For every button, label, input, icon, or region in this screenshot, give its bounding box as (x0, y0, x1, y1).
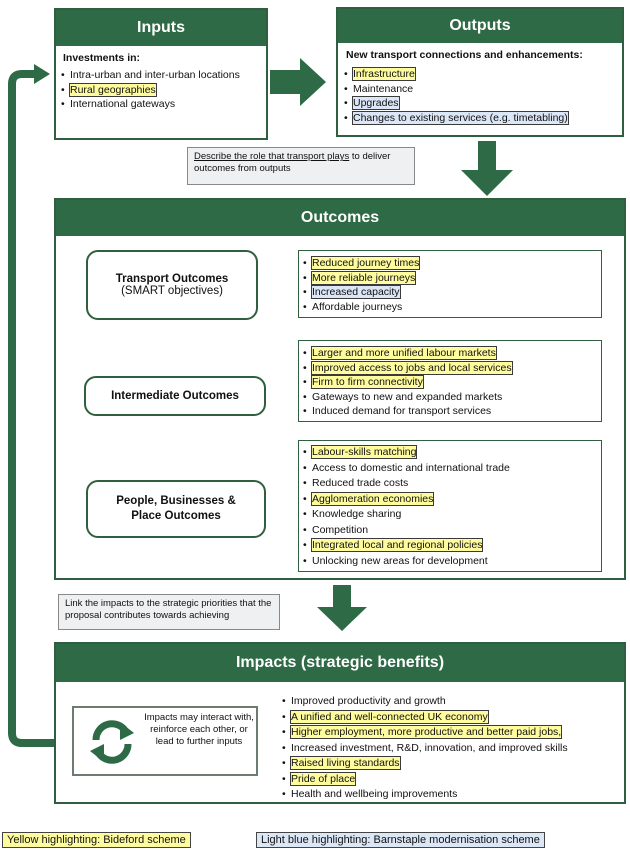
intermediate-outcomes-list: Larger and more unified labour markets I… (303, 346, 513, 419)
intermediate-outcomes-list-box: Larger and more unified labour markets I… (298, 340, 602, 422)
list-item: Health and wellbeing improvements (282, 787, 568, 803)
intermediate-outcomes-label: Intermediate Outcomes (111, 390, 239, 402)
list-item: International gateways (61, 97, 261, 112)
people-outcomes-label: People, Businesses & Place Outcomes (116, 495, 236, 522)
legend-yellow: Yellow highlighting: Bideford scheme (2, 832, 191, 848)
outcomes-title: Outcomes (56, 200, 624, 236)
list-item: Intra-urban and inter-urban locations (61, 68, 261, 83)
list-item: Higher employment, more productive and b… (282, 725, 568, 741)
transport-outcomes-label: Transport Outcomes (115, 273, 229, 285)
list-item: Raised living standards (282, 756, 568, 772)
outcomes-to-impacts-arrow (317, 585, 367, 631)
list-item: Improved productivity and growth (282, 694, 568, 710)
outputs-to-outcomes-arrow (461, 141, 513, 196)
list-item: Affordable journeys (303, 300, 419, 315)
list-item: Changes to existing services (e.g. timet… (344, 110, 569, 126)
transport-outcomes-box: Transport Outcomes (SMART objectives) (86, 250, 258, 320)
inputs-to-outputs-arrow (270, 58, 326, 106)
people-outcomes-list: Labour-skills matching Access to domesti… (303, 445, 510, 569)
inputs-panel: Inputs Investments in: Intra-urban and i… (54, 8, 268, 140)
feedback-loop-arrowhead (34, 64, 50, 84)
list-item: Rural geographies (61, 82, 261, 98)
intermediate-outcomes-box: Intermediate Outcomes (84, 376, 266, 416)
impacts-title: Impacts (strategic benefits) (56, 644, 624, 682)
inputs-heading: Investments in: (63, 52, 141, 64)
role-note-text: to deliver outcomes from outputs (194, 151, 391, 174)
list-item: Improved access to jobs and local servic… (303, 360, 513, 376)
list-item: Agglomeration economies (303, 491, 510, 508)
impacts-list: Improved productivity and growth A unifi… (282, 694, 568, 803)
list-item: Induced demand for transport services (303, 404, 512, 419)
list-item: Integrated local and regional policies (303, 538, 510, 554)
list-item: Labour-skills matching (303, 445, 510, 461)
cycle-text: Impacts may interact with, reinforce eac… (144, 712, 254, 747)
list-item: Increased investment, R&D, innovation, a… (282, 741, 568, 757)
outputs-title: Outputs (338, 9, 622, 43)
role-note: Describe the role that transport plays t… (187, 147, 415, 185)
list-item: Unlocking new areas for development (303, 554, 510, 570)
list-item: Firm to firm connectivity (303, 375, 512, 390)
list-item: Increased capacity (303, 285, 419, 300)
list-item: Access to domestic and international tra… (303, 461, 510, 477)
list-item: Reduced trade costs (303, 476, 510, 492)
people-outcomes-list-box: Labour-skills matching Access to domesti… (298, 440, 602, 572)
outputs-heading: New transport connections and enhancemen… (346, 49, 583, 61)
role-note-link[interactable]: Describe the role that transport plays (194, 151, 350, 162)
outputs-panel: Outputs New transport connections and en… (336, 7, 624, 137)
outcomes-panel: Outcomes Transport Outcomes (SMART objec… (54, 198, 626, 580)
cycle-box: Impacts may interact with, reinforce eac… (72, 706, 258, 776)
people-outcomes-box: People, Businesses & Place Outcomes (86, 480, 266, 538)
cycle-icon (90, 720, 134, 764)
transport-outcomes-sub: (SMART objectives) (121, 285, 223, 297)
list-item: A unified and well-connected UK economy (282, 709, 568, 726)
list-item: Maintenance (344, 82, 568, 97)
link-note-text: Link the impacts to the strategic priori… (65, 598, 272, 621)
list-item: Pride of place (282, 771, 568, 788)
list-item: Reduced journey times (303, 256, 421, 271)
legend-blue: Light blue highlighting: Barnstaple mode… (256, 832, 545, 848)
list-item: Gateways to new and expanded markets (303, 390, 512, 405)
link-note: Link the impacts to the strategic priori… (58, 594, 280, 630)
feedback-loop-arrow (8, 70, 62, 747)
list-item: Infrastructure (344, 67, 568, 82)
impacts-panel: Impacts (strategic benefits) Impacts may… (54, 642, 626, 804)
transport-outcomes-list-box: Reduced journey times More reliable jour… (298, 250, 602, 318)
list-item: More reliable journeys (303, 270, 419, 286)
inputs-title: Inputs (56, 10, 266, 46)
list-item: Upgrades (344, 96, 568, 111)
outputs-list: Infrastructure Maintenance Upgrades Chan… (344, 67, 569, 126)
list-item: Knowledge sharing (303, 507, 510, 523)
list-item: Larger and more unified labour markets (303, 346, 512, 361)
inputs-list: Intra-urban and inter-urban locations Ru… (61, 68, 261, 112)
list-item: Competition (303, 523, 510, 539)
transport-outcomes-list: Reduced journey times More reliable jour… (303, 256, 421, 315)
